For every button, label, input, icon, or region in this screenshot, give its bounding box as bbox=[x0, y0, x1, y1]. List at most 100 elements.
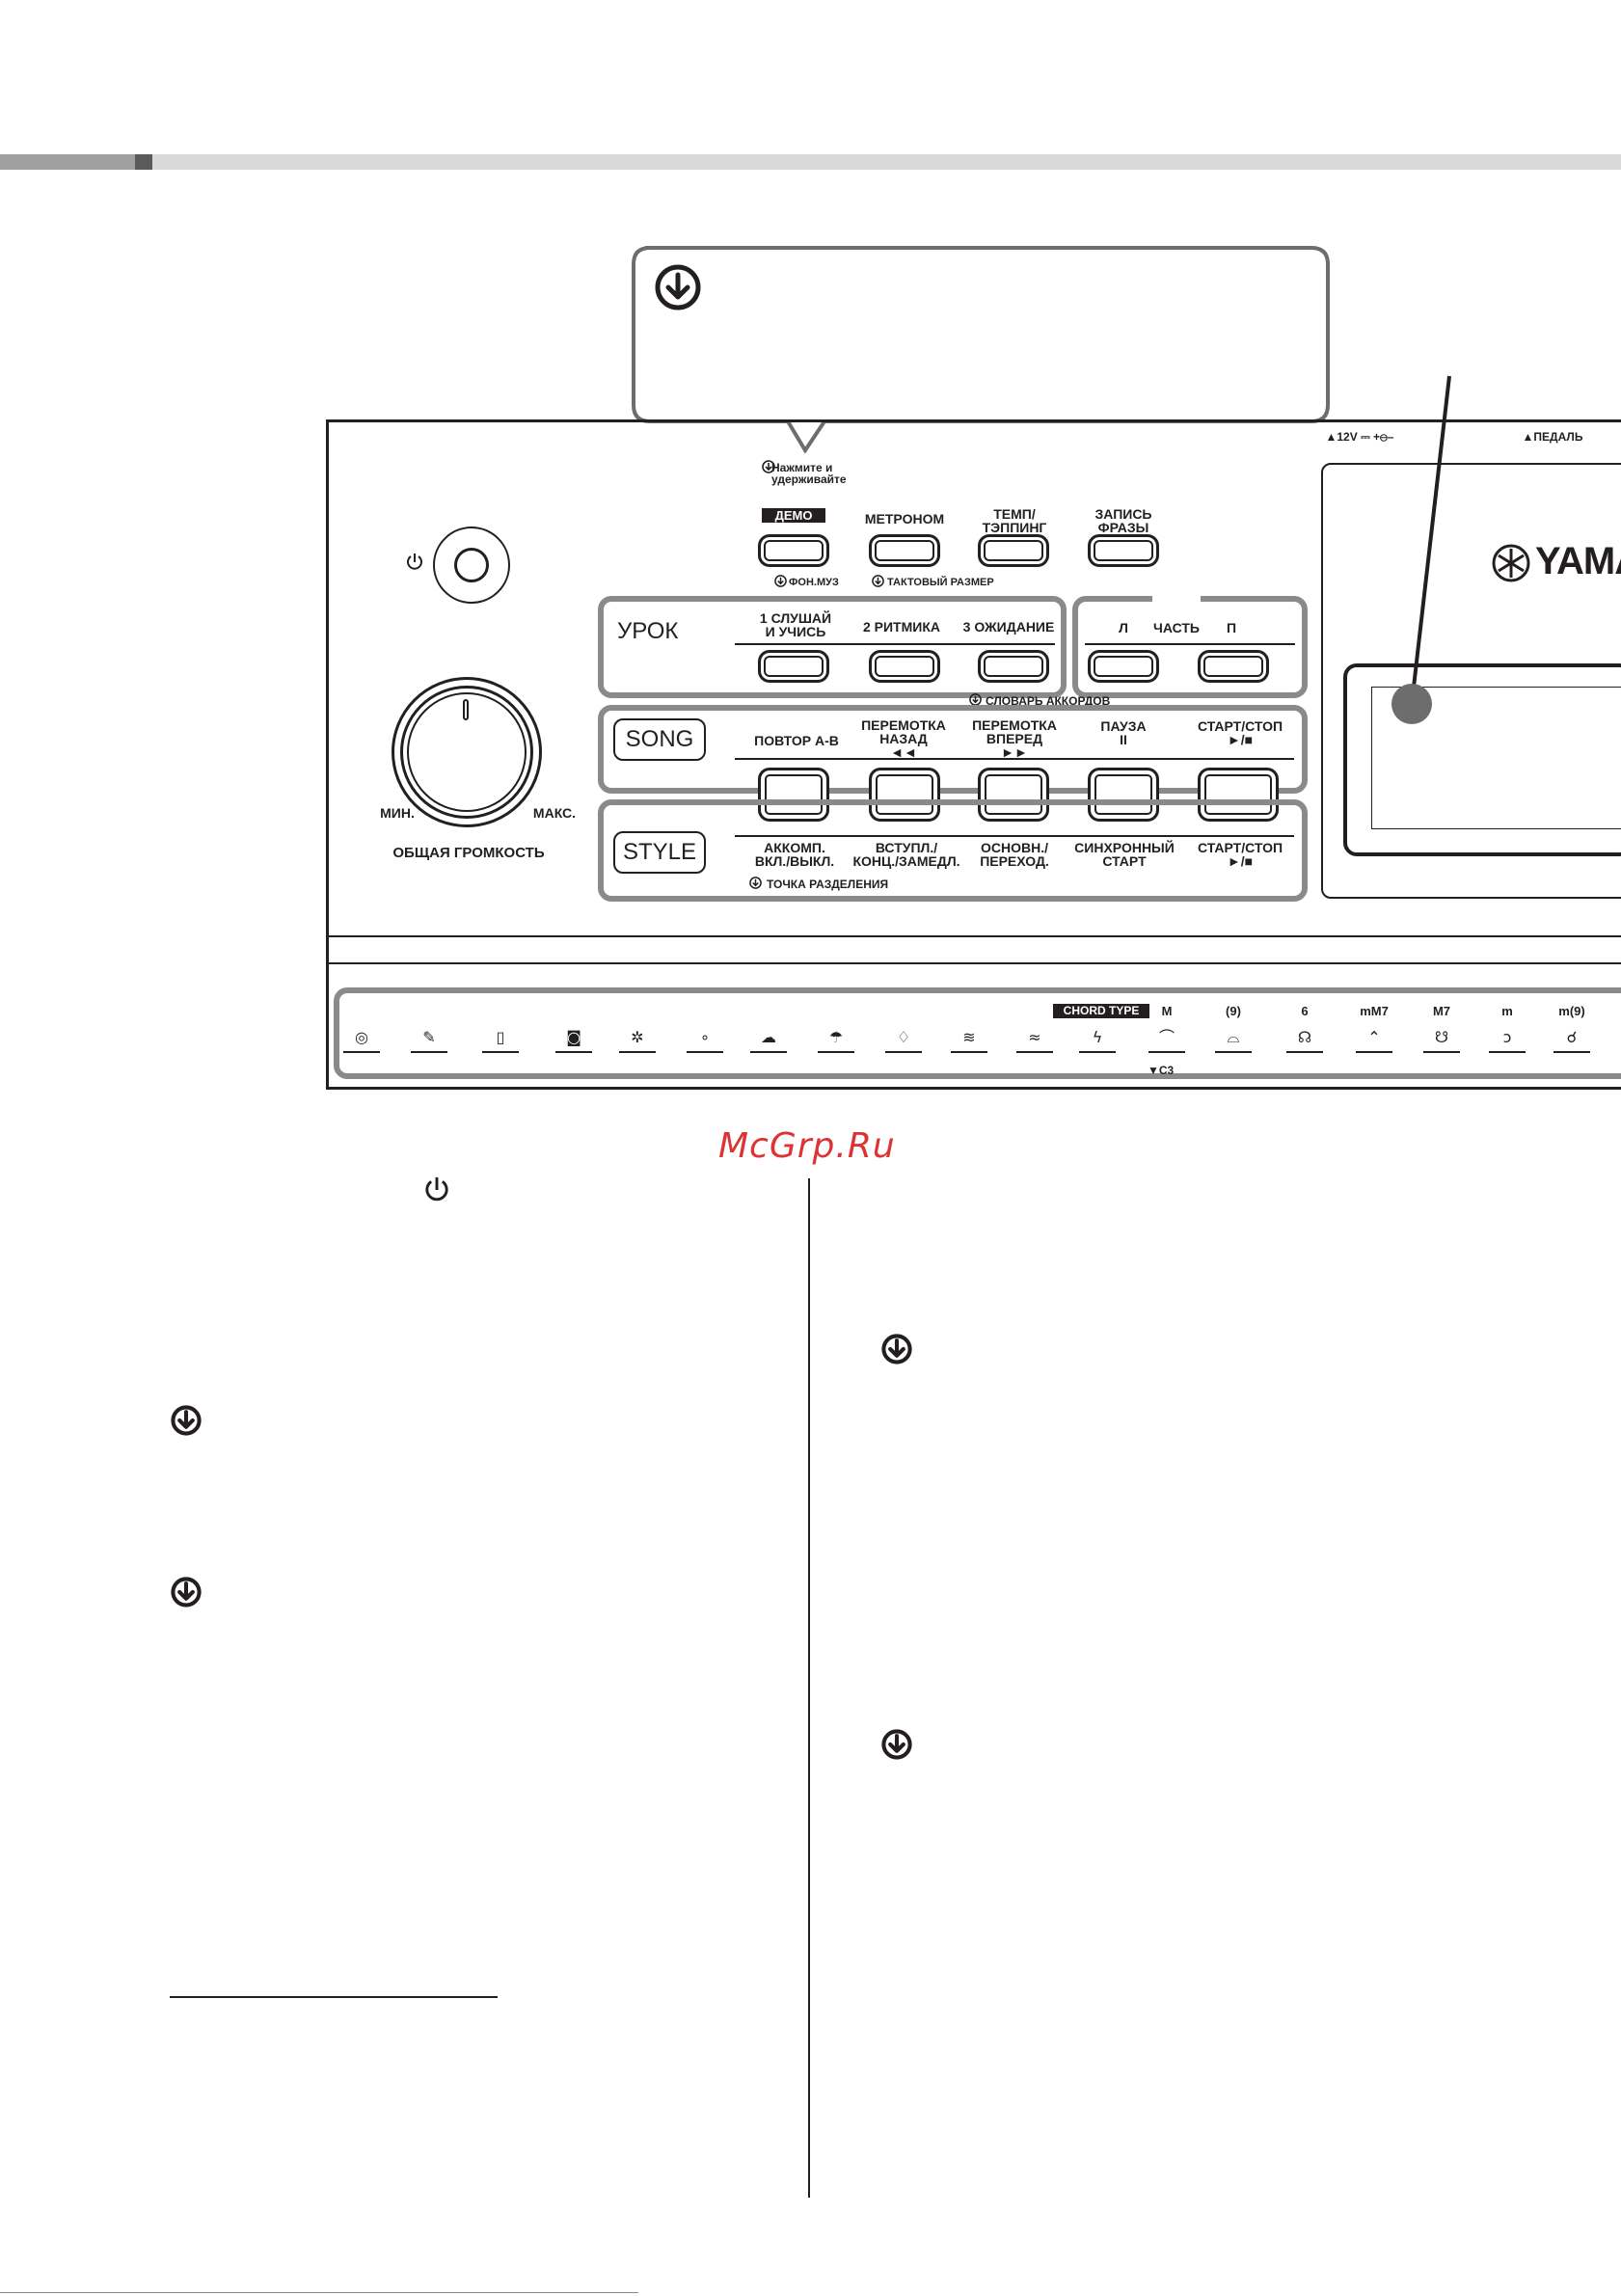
header-bar bbox=[0, 154, 1621, 170]
ff-main-button[interactable] bbox=[978, 768, 1049, 822]
style-acmp-label: АККОМП. ВКЛ./ВЫКЛ. bbox=[754, 840, 835, 869]
chord-label-4: M7 bbox=[1432, 1004, 1451, 1018]
lesson-group bbox=[598, 596, 1067, 698]
hold-label: Нажмите и удерживайте bbox=[771, 461, 847, 486]
lesson-3-label: 3 ОЖИДАНИЕ bbox=[962, 619, 1055, 635]
split-label: ТОЧКА РАЗДЕЛЕНИЯ bbox=[767, 878, 889, 891]
power-button[interactable] bbox=[433, 527, 510, 604]
keyboard-strip bbox=[334, 987, 1621, 1079]
demo-button[interactable] bbox=[758, 534, 829, 567]
lesson-2-button[interactable] bbox=[869, 650, 940, 683]
tempo-label: ТЕМП/ ТЭППИНГ bbox=[982, 506, 1047, 535]
press-hold-icon bbox=[655, 264, 701, 311]
style-main-label: ОСНОВН./ ПЕРЕХОД. bbox=[980, 840, 1049, 869]
pointer-dot bbox=[1391, 684, 1432, 724]
rain-icon: ☂ bbox=[818, 1028, 854, 1053]
tempo-button[interactable] bbox=[978, 534, 1049, 567]
volume-min-label: МИН. bbox=[380, 805, 415, 821]
animal-icon-4: ⌃ bbox=[1356, 1028, 1392, 1053]
bottle-icon: ▯ bbox=[482, 1028, 519, 1053]
lesson-1-button[interactable] bbox=[758, 650, 829, 683]
watermark: McGrp.Ru bbox=[718, 1126, 896, 1166]
lesson-2-label: 2 РИТМИКА bbox=[862, 619, 940, 635]
part-label: ЧАСТЬ bbox=[1153, 620, 1200, 635]
demo-label: ДЕМО bbox=[762, 508, 825, 523]
timesig-label: ТАКТОВЫЙ РАЗМЕР bbox=[887, 577, 994, 588]
c3-label: ▼C3 bbox=[1148, 1064, 1175, 1077]
lcd-frame bbox=[1343, 663, 1621, 856]
metronome-button[interactable] bbox=[869, 534, 940, 567]
style-rule bbox=[735, 835, 1294, 837]
press-hold-icon-right-2 bbox=[881, 1729, 912, 1760]
lesson-title: УРОК bbox=[617, 618, 679, 644]
pointer-line bbox=[1410, 375, 1451, 705]
spray-icon: ✎ bbox=[411, 1028, 447, 1053]
volume-title: ОБЩАЯ ГРОМКОСТЬ bbox=[392, 845, 545, 861]
animal-icon-3: ☊ bbox=[1286, 1028, 1323, 1053]
animal-icon-6: ↄ bbox=[1489, 1028, 1526, 1053]
disc-icon: ◎ bbox=[343, 1028, 380, 1053]
bgm-label: ФОН.МУЗ bbox=[789, 577, 839, 588]
lesson-3-button[interactable] bbox=[978, 650, 1049, 683]
phrase-rec-label: ЗАПИСЬ ФРАЗЫ bbox=[1094, 506, 1152, 535]
power-icon bbox=[407, 554, 422, 570]
song-ab-label: ПОВТОР A-B bbox=[754, 733, 839, 748]
lightning-icon: ϟ bbox=[1079, 1028, 1116, 1053]
wind-icon: ≋ bbox=[951, 1028, 987, 1053]
power-icon-text bbox=[425, 1176, 448, 1202]
bgm-hold-icon bbox=[774, 575, 787, 587]
animal-icon-2: ⌓ bbox=[1215, 1028, 1252, 1053]
hold-small-icon bbox=[762, 460, 775, 473]
phrase-rec-button[interactable] bbox=[1088, 534, 1159, 567]
header-bar-dark bbox=[0, 154, 135, 170]
song-rew-label: ПЕРЕМОТКА НАЗАД ◄◄ bbox=[861, 717, 946, 760]
ab-repeat-accomp-button[interactable] bbox=[758, 768, 829, 822]
camera-icon: ◙ bbox=[555, 1028, 592, 1053]
part-left-button[interactable] bbox=[1088, 650, 1159, 683]
callout-bubble bbox=[632, 246, 1330, 453]
pause-sync-button[interactable] bbox=[1088, 768, 1159, 822]
press-hold-icon-right-1 bbox=[881, 1334, 912, 1364]
rew-intro-button[interactable] bbox=[869, 768, 940, 822]
lesson-1-label: 1 СЛУШАЙ И УЧИСЬ bbox=[759, 610, 832, 639]
footnote-rule bbox=[170, 1996, 498, 1998]
timesig-hold-icon bbox=[872, 575, 884, 587]
animal-icon-7: ☌ bbox=[1553, 1028, 1590, 1053]
style-group bbox=[598, 799, 1308, 902]
chord-type-tag: CHORD TYPE bbox=[1053, 1004, 1149, 1018]
yamaha-logo-icon bbox=[1492, 544, 1530, 582]
panel-divider-2 bbox=[328, 962, 1621, 964]
gear-icon: ✲ bbox=[619, 1028, 656, 1053]
chord-label-3: mM7 bbox=[1360, 1004, 1389, 1018]
pedal-label: ▲ПЕДАЛЬ bbox=[1522, 430, 1583, 444]
part-rule bbox=[1085, 643, 1295, 645]
master-volume-knob[interactable] bbox=[392, 677, 542, 827]
split-hold-icon bbox=[749, 877, 762, 889]
chord-label-1: (9) bbox=[1226, 1004, 1241, 1018]
style-title-box: STYLE bbox=[613, 831, 706, 874]
metronome-label: МЕТРОНОМ bbox=[864, 511, 945, 527]
style-startstop-label: СТАРТ/СТОП ►/■ bbox=[1197, 840, 1283, 869]
song-rule bbox=[735, 758, 1294, 760]
part-group bbox=[1072, 596, 1308, 698]
storm-icon: ☁ bbox=[750, 1028, 787, 1053]
drops-icon: ♢ bbox=[885, 1028, 922, 1053]
wave-icon: ≈ bbox=[1016, 1028, 1053, 1053]
start-stop-button[interactable] bbox=[1198, 768, 1279, 822]
lesson-rule bbox=[735, 643, 1055, 645]
part-right-button[interactable] bbox=[1198, 650, 1269, 683]
animal-icon-5: ☋ bbox=[1423, 1028, 1460, 1053]
chord-dict-label: СЛОВАРЬ АККОРДОВ bbox=[986, 694, 1111, 708]
chord-label-5: m bbox=[1501, 1004, 1513, 1018]
song-startstop-label: СТАРТ/СТОП ►/■ bbox=[1197, 718, 1283, 747]
part-gap bbox=[1152, 593, 1201, 603]
song-title: SONG bbox=[625, 726, 694, 752]
panel-divider-1 bbox=[328, 935, 1621, 937]
panel-frame bbox=[326, 419, 1621, 1090]
brand-text: YAMA bbox=[1535, 540, 1621, 582]
part-right-label: П bbox=[1226, 620, 1237, 635]
animal-icon-1: ⌒ bbox=[1148, 1028, 1185, 1053]
press-hold-icon-left-1 bbox=[171, 1405, 202, 1436]
style-sync-label: СИНХРОННЫЙ СТАРТ bbox=[1074, 840, 1175, 869]
part-left-label: Л bbox=[1119, 620, 1128, 635]
